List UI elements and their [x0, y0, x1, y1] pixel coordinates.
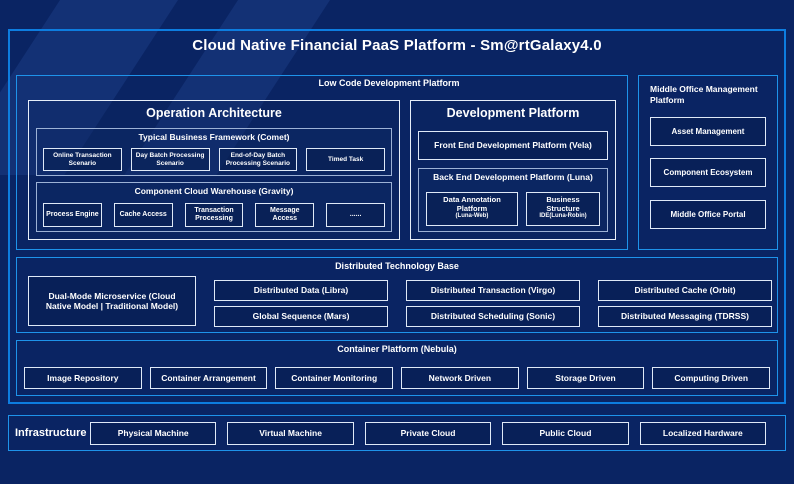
leaf-public-cloud: Public Cloud [502, 422, 629, 445]
leaf-line: Structure [546, 204, 580, 213]
page-title: Cloud Native Financial PaaS Platform - S… [192, 37, 602, 54]
box-operation-architecture: Operation Architecture Typical Business … [28, 100, 400, 240]
leaf-business-structure-ide: Business Structure IDE(Luna-Robin) [526, 192, 600, 226]
leaf-cache-access: Cache Access [113, 203, 173, 227]
leaf-line: Business [546, 195, 580, 204]
leaf-process-engine: Process Engine [43, 203, 102, 227]
label-middle-office: Middle Office Management Platform [650, 84, 758, 106]
leaf-distributed-cache: Distributed Cache (Orbit) [598, 280, 772, 301]
leaf-container-arrangement: Container Arrangement [149, 367, 268, 389]
leaf-front-end-vela: Front End Development Platform (Vela) [418, 131, 608, 160]
leaf-image-repository: Image Repository [24, 367, 142, 389]
leaf-distributed-transaction: Distributed Transaction (Virgo) [406, 280, 580, 301]
leaf-ellipsis: ...... [326, 203, 385, 227]
heading-operation-architecture: Operation Architecture [146, 106, 282, 120]
group-comet: Typical Business Framework (Comet) Onlin… [36, 128, 392, 176]
leaf-line: IDE(Luna-Robin) [539, 213, 587, 219]
main-frame: Cloud Native Financial PaaS Platform - S… [8, 29, 786, 404]
leaf-middle-office-portal: Middle Office Portal [650, 200, 766, 229]
leaf-computing-driven: Computing Driven [652, 367, 771, 389]
container-items-row: Image Repository Container Arrangement C… [24, 367, 771, 389]
leaf-network-driven: Network Driven [401, 367, 519, 389]
leaf-message-access: Message Access [255, 203, 315, 227]
comet-items-row: Online Transaction Scenario Day Batch Pr… [43, 148, 385, 171]
heading-comet: Typical Business Framework (Comet) [138, 132, 290, 142]
infrastructure-items-row: Physical Machine Virtual Machine Private… [90, 422, 767, 445]
label-low-code: Low Code Development Platform [318, 78, 460, 88]
leaf-line: Data Annotation [443, 195, 501, 204]
group-back-end-luna: Back End Development Platform (Luna) Dat… [418, 168, 608, 232]
leaf-distributed-scheduling: Distributed Scheduling (Sonic) [406, 306, 580, 327]
heading-back-end-luna: Back End Development Platform (Luna) [433, 172, 593, 182]
leaf-private-cloud: Private Cloud [364, 422, 492, 445]
leaf-line: (Luna-Web) [455, 213, 489, 219]
label-container-platform: Container Platform (Nebula) [337, 344, 457, 354]
leaf-timed-task: Timed Task [306, 148, 385, 171]
leaf-transaction-processing: Transaction Processing [184, 203, 244, 227]
leaf-day-batch-processing-scenario: Day Batch Processing Scenario [130, 148, 210, 171]
leaf-data-annotation-platform: Data Annotation Platform (Luna-Web) [426, 192, 518, 226]
box-development-platform: Development Platform Front End Developme… [410, 100, 616, 240]
leaf-online-transaction-scenario: Online Transaction Scenario [43, 148, 122, 171]
leaf-virtual-machine: Virtual Machine [227, 422, 354, 445]
gravity-items-row: Process Engine Cache Access Transaction … [43, 203, 385, 227]
label-distributed-base: Distributed Technology Base [335, 261, 459, 271]
leaf-dual-mode-microservice: Dual-Mode Microservice (Cloud Native Mod… [28, 276, 196, 326]
heading-gravity: Component Cloud Warehouse (Gravity) [134, 186, 294, 196]
leaf-line: Platform [456, 204, 488, 213]
section-container-platform: Container Platform (Nebula) Image Reposi… [16, 340, 778, 396]
leaf-component-ecosystem: Component Ecosystem [650, 158, 766, 187]
leaf-end-of-day-batch-processing-scenario: End-of-Day Batch Processing Scenario [218, 148, 298, 171]
section-middle-office: Middle Office Management Platform Asset … [638, 75, 778, 250]
leaf-distributed-data: Distributed Data (Libra) [214, 280, 388, 301]
leaf-container-monitoring: Container Monitoring [275, 367, 394, 389]
distributed-grid: Distributed Data (Libra) Distributed Tra… [214, 280, 772, 327]
leaf-distributed-messaging: Distributed Messaging (TDRSS) [598, 306, 772, 327]
leaf-storage-driven: Storage Driven [526, 367, 645, 389]
section-infrastructure: Infrastructure Physical Machine Virtual … [8, 415, 786, 451]
heading-development-platform: Development Platform [446, 106, 580, 120]
section-distributed-base: Distributed Technology Base Dual-Mode Mi… [16, 257, 778, 333]
leaf-global-sequence: Global Sequence (Mars) [214, 306, 388, 327]
leaf-asset-management: Asset Management [650, 117, 766, 146]
leaf-physical-machine: Physical Machine [90, 422, 217, 445]
group-gravity: Component Cloud Warehouse (Gravity) Proc… [36, 182, 392, 232]
section-low-code: Low Code Development Platform Operation … [16, 75, 628, 250]
leaf-localized-hardware: Localized Hardware [639, 422, 767, 445]
label-infrastructure: Infrastructure [15, 427, 87, 439]
